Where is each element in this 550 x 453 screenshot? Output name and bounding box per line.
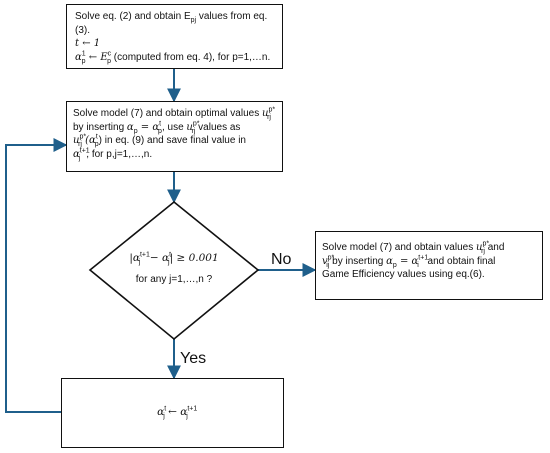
- no-label: No: [271, 251, 292, 268]
- decision-condition: for any j=1,…,n ?: [135, 274, 213, 285]
- solve-line-2: by inserting αp = αtp, use up*rj values …: [73, 120, 241, 135]
- solve-line-3: up*rj (αtp) in eq. (9) and save final va…: [73, 133, 246, 148]
- edge-update-loop-back: [5, 138, 68, 413]
- init-line-1: Solve eq. (2) and obtain Epj values from…: [75, 11, 268, 24]
- init-line-2: (3).: [75, 24, 90, 36]
- solve-line-1: Solve model (7) and obtain optimal value…: [73, 106, 276, 121]
- init-line-3: t ← 1: [75, 38, 101, 49]
- solve-model-box: Solve model (7) and obtain optimal value…: [66, 101, 283, 172]
- final-step-box: Solve model (7) and obtain values up*rj …: [315, 231, 543, 300]
- init-step-box: Solve eq. (2) and obtain Epj values from…: [66, 4, 283, 69]
- final-line-1: Solve model (7) and obtain values up*rj …: [322, 240, 505, 255]
- final-line-3: Game Efficiency values using eq.(6).: [322, 269, 485, 280]
- decision-expression: |αt+1j − αtj| ≥ 0.001: [129, 251, 219, 266]
- solve-line-4: αt+1j, for p,j=1,…,n.: [73, 147, 153, 162]
- yes-label: Yes: [180, 350, 207, 367]
- final-line-2: vp*ij by inserting αp = αt+1i and obtain…: [322, 254, 496, 269]
- update-expression: αtj ← αt+1j: [157, 405, 198, 421]
- decision-diamond: [88, 200, 260, 341]
- init-line-4: α1p ← Ecp (computed from eq. 4), for p=1…: [75, 50, 271, 65]
- update-step-box: αtj ← αt+1j: [61, 378, 284, 448]
